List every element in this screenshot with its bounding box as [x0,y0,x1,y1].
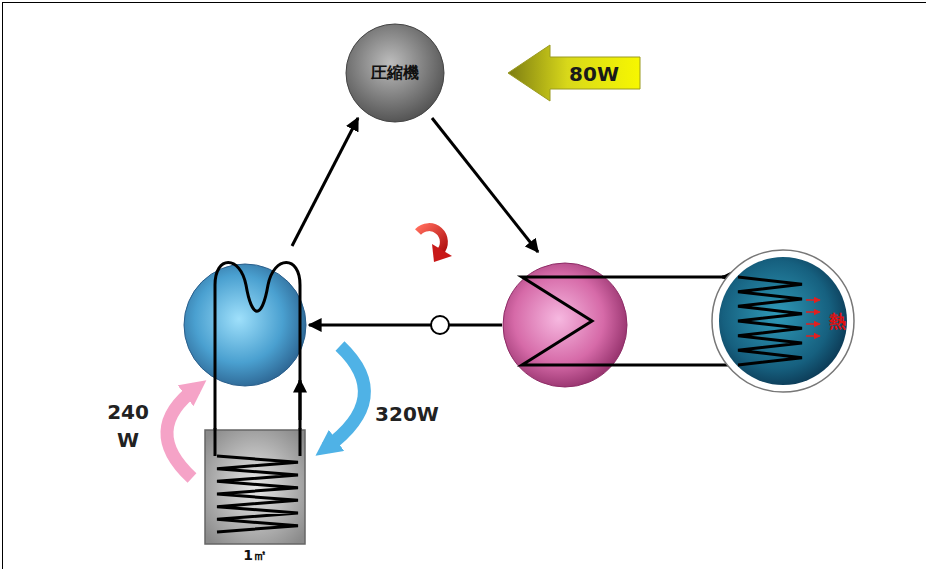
absorbed-heat-label: 320W [372,400,442,428]
node-text: 1㎡ [243,547,267,565]
node-outline [203,428,307,566]
hot-water-tank: 熱 [710,248,856,394]
node-text: 圧縮機 [371,63,419,84]
node-text: 熱 [829,310,846,333]
compressor-circle: 圧縮機 [345,23,445,123]
power-input-label: 80W [552,60,636,88]
ground-heat-label: 240 W [102,398,154,454]
ground-source-box: 1㎡ [203,428,307,566]
